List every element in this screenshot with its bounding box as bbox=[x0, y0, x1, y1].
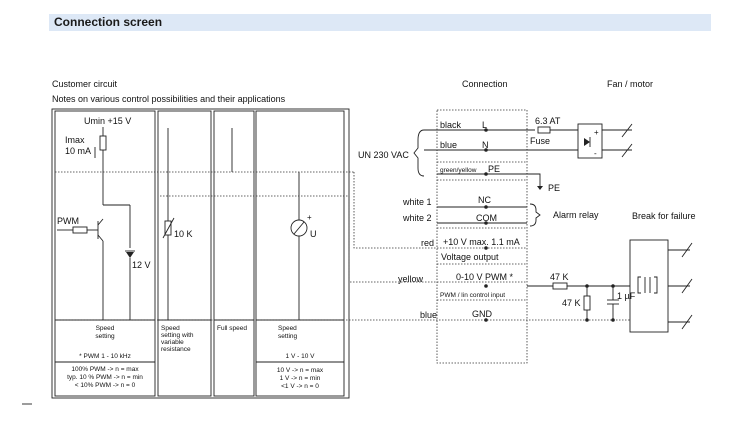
voltmeter-needle bbox=[293, 221, 305, 235]
page-title: Connection screen bbox=[54, 15, 163, 29]
break-for-failure-label: Break for failure bbox=[632, 211, 696, 221]
connection-box bbox=[436, 109, 528, 364]
alarm-brace bbox=[529, 203, 541, 227]
meter-plus: + bbox=[307, 213, 312, 222]
capacitor-label: 1 µF bbox=[617, 291, 636, 301]
break-icon bbox=[621, 123, 633, 138]
node-10v bbox=[484, 246, 488, 250]
caption-col1-n: 100% PWM -> n = max bbox=[71, 366, 139, 373]
white2-label: white 2 bbox=[402, 213, 432, 223]
green-yellow-label: green/yellow bbox=[440, 167, 477, 174]
column-speed-voltage bbox=[255, 110, 345, 397]
terminal-gnd: GND bbox=[472, 309, 493, 319]
meter-label: U bbox=[310, 229, 317, 239]
node-gnd-cap bbox=[611, 318, 615, 322]
caption-col4-range: 1 V - 10 V bbox=[286, 353, 316, 360]
break-icon bbox=[621, 143, 633, 158]
pot-wiper bbox=[162, 217, 175, 239]
motor-plus: + bbox=[594, 128, 599, 137]
fuse-symbol bbox=[537, 126, 551, 134]
voltage-output-value: +10 V max. 1.1 mA bbox=[443, 237, 520, 247]
column-speed-pwm bbox=[54, 110, 156, 397]
resistor-r1 bbox=[552, 282, 568, 290]
umin-label: Umin +15 V bbox=[84, 116, 131, 126]
caption-col3: Full speed bbox=[217, 325, 247, 332]
break-block bbox=[629, 239, 669, 333]
caption-col1: Speed bbox=[96, 325, 115, 332]
blue2-label: blue bbox=[420, 310, 437, 320]
imax-value: 10 mA bbox=[65, 146, 91, 156]
zener-label: 12 V bbox=[132, 260, 151, 270]
white1-label: white 1 bbox=[402, 197, 432, 207]
terminal-pe: PE bbox=[488, 164, 500, 174]
header-bar: Connection screen bbox=[49, 14, 711, 31]
customer-circuit-label: Customer circuit bbox=[52, 79, 118, 89]
pe-arrow-icon bbox=[537, 186, 543, 190]
motor-terminal bbox=[577, 123, 603, 159]
control-input-label: PWM / lin control input bbox=[440, 292, 505, 299]
caption-col2: setting with bbox=[161, 332, 194, 339]
node-control bbox=[484, 284, 488, 288]
transistor-icon bbox=[97, 234, 104, 242]
caption-col2: variable bbox=[161, 339, 184, 346]
resistor-r2 bbox=[583, 295, 591, 311]
caption-col1-n: typ. 10 % PWM -> n = min bbox=[67, 374, 143, 381]
caption-col1-pwm: * PWM 1 - 10 kHz bbox=[79, 353, 131, 360]
fan-motor-label: Fan / motor bbox=[607, 79, 653, 89]
wire-pe bbox=[437, 173, 541, 188]
terminal-nc: NC bbox=[478, 195, 491, 205]
caption-col2: resistance bbox=[161, 346, 191, 353]
caption-col1: setting bbox=[95, 333, 115, 340]
terminal-l: L bbox=[482, 120, 487, 130]
column-full-speed bbox=[213, 110, 255, 397]
pe-out-label: PE bbox=[548, 183, 560, 193]
caption-col1-n: < 10% PWM -> n = 0 bbox=[75, 382, 136, 389]
connection-label: Connection bbox=[462, 79, 508, 89]
resistor-r2-label: 47 K bbox=[562, 298, 581, 308]
pwm-label: PWM bbox=[57, 216, 79, 226]
terminal-n: N bbox=[482, 140, 489, 150]
bus-control bbox=[160, 195, 527, 283]
break-icon bbox=[681, 314, 693, 330]
break-icon bbox=[681, 278, 693, 294]
pot-label: 10 K bbox=[174, 229, 193, 239]
voltage-output-label: Voltage output bbox=[441, 252, 499, 262]
caption-col4: setting bbox=[278, 333, 298, 340]
node-gnd bbox=[484, 318, 488, 322]
node-l bbox=[484, 128, 488, 132]
blue-label: blue bbox=[440, 140, 457, 150]
caption-col4-n: 1 V -> n = min bbox=[280, 375, 321, 382]
fuse-rating: 6.3 AT bbox=[535, 116, 561, 126]
caption-col4-n: 10 V -> n = max bbox=[277, 367, 324, 374]
caption-col2: Speed bbox=[161, 325, 180, 332]
node-gnd-r2 bbox=[585, 318, 589, 322]
black-label: black bbox=[440, 120, 462, 130]
caption-col4: Speed bbox=[278, 325, 297, 332]
control-input-value: 0-10 V PWM * bbox=[456, 272, 514, 282]
mains-voltage-label: UN 230 VAC bbox=[358, 150, 409, 160]
resistor-r1-label: 47 K bbox=[550, 272, 569, 282]
column-variable-resistance bbox=[157, 110, 212, 397]
imax-resistor bbox=[99, 135, 107, 151]
pwm-resistor bbox=[72, 226, 88, 234]
red-label: red bbox=[421, 238, 434, 248]
terminal-com: COM bbox=[476, 213, 497, 223]
optocoupler-icon bbox=[654, 276, 658, 294]
break-icon bbox=[681, 242, 693, 258]
caption-col4-n: <1 V -> n = 0 bbox=[281, 383, 319, 390]
imax-label: Imax bbox=[65, 135, 85, 145]
optocoupler-icon bbox=[637, 276, 641, 294]
node-n bbox=[484, 148, 488, 152]
transistor-icon bbox=[97, 218, 104, 226]
zener-diode-icon bbox=[126, 252, 134, 258]
diode-icon bbox=[584, 138, 590, 146]
mains-brace bbox=[413, 129, 425, 177]
fuse-label: Fuse bbox=[530, 136, 550, 146]
bus-10v bbox=[353, 172, 527, 249]
motor-minus: - bbox=[594, 149, 597, 158]
yellow-label: yellow bbox=[398, 274, 424, 284]
alarm-relay-label: Alarm relay bbox=[553, 210, 599, 220]
notes-label: Notes on various control possibilities a… bbox=[52, 94, 286, 104]
